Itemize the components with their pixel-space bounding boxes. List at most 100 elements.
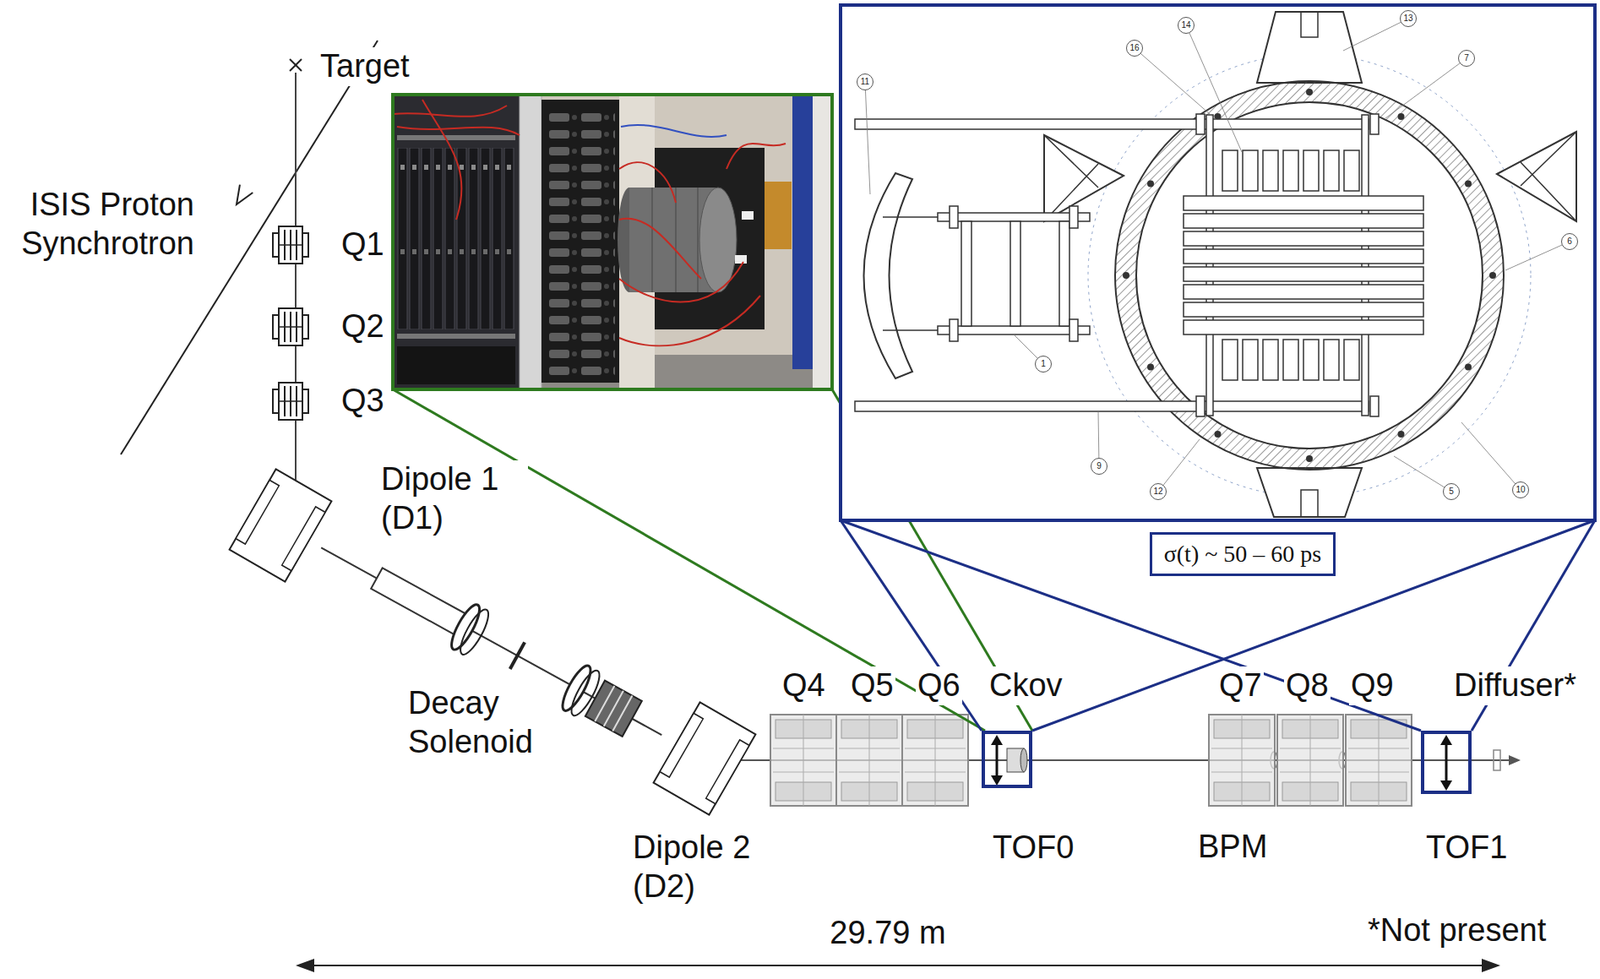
scale-bar bbox=[1481, 958, 1501, 973]
apparatus-photo bbox=[619, 218, 702, 279]
callout-number: 5 bbox=[1448, 487, 1454, 496]
synchrotron-label: ISIS Proton Synchrotron bbox=[19, 185, 196, 263]
tof-technical-drawing bbox=[1183, 284, 1424, 300]
beam-line bbox=[1508, 755, 1521, 766]
callout-number: 14 bbox=[1180, 21, 1191, 30]
tof-technical-drawing bbox=[1183, 320, 1424, 335]
quadrupole-block bbox=[1277, 714, 1344, 806]
diffuser-symbol bbox=[1493, 750, 1501, 771]
tof-technical-drawing bbox=[937, 212, 1090, 222]
apparatus-photo bbox=[699, 187, 737, 293]
tof-technical-drawing bbox=[1370, 396, 1379, 417]
apparatus-photo bbox=[392, 94, 833, 390]
callout-circle: 12 bbox=[1149, 483, 1167, 501]
apparatus-photo bbox=[392, 105, 507, 117]
apparatus-photo bbox=[397, 346, 516, 385]
magnet-label: Q5 bbox=[848, 666, 896, 706]
callout-number: 12 bbox=[1153, 487, 1163, 496]
callout-number: 6 bbox=[1567, 237, 1573, 246]
tof-detector-symbol bbox=[1445, 741, 1448, 784]
tof-technical-drawing bbox=[1222, 150, 1238, 191]
tof-technical-drawing bbox=[1206, 114, 1214, 416]
tof-technical-drawing bbox=[1257, 11, 1362, 83]
scale-bar bbox=[295, 958, 315, 973]
quadrupole-block bbox=[770, 714, 837, 806]
detector-name: TOF1 bbox=[1425, 828, 1508, 868]
apparatus-photo bbox=[741, 211, 754, 220]
apparatus-photo bbox=[734, 255, 747, 264]
magnet-label: Q4 bbox=[780, 666, 828, 706]
tof-technical-drawing bbox=[1303, 150, 1319, 191]
scale-bar bbox=[309, 964, 1487, 967]
apparatus-photo bbox=[392, 99, 786, 346]
footnote: *Not present bbox=[1365, 911, 1548, 951]
leader-line bbox=[1461, 422, 1521, 490]
tof-station-box: TOF1 bbox=[1420, 730, 1472, 795]
callout-circle: 14 bbox=[1177, 16, 1195, 34]
tof-technical-drawing bbox=[1323, 339, 1339, 381]
tof-technical-drawing bbox=[1262, 150, 1279, 191]
decay-solenoid bbox=[510, 642, 525, 670]
tof-technical-drawing bbox=[1344, 339, 1360, 381]
apparatus-photo bbox=[651, 187, 654, 293]
magnet-label: Q6 bbox=[915, 666, 963, 706]
apparatus-photo bbox=[619, 162, 676, 203]
apparatus-photo bbox=[674, 187, 677, 293]
tof-technical-drawing bbox=[1044, 135, 1124, 222]
quadrupole-block bbox=[836, 714, 903, 806]
tof-technical-drawing bbox=[1183, 266, 1424, 282]
tof-technical-drawing bbox=[1489, 272, 1497, 279]
decay-solenoid bbox=[594, 685, 615, 722]
decay-solenoid bbox=[585, 680, 643, 737]
tof-technical-drawing bbox=[1520, 162, 1577, 222]
magnet-label: Q8 bbox=[1284, 666, 1331, 706]
callout-number: 16 bbox=[1129, 43, 1139, 53]
cherenkov-symbol bbox=[1006, 748, 1028, 773]
target-mark bbox=[289, 59, 302, 71]
tof-technical-drawing bbox=[1370, 114, 1379, 135]
detector-label: BPM bbox=[1196, 827, 1269, 867]
apparatus-photo bbox=[422, 99, 462, 220]
magnet-label: Q3 bbox=[339, 381, 387, 421]
tof-technical-drawing bbox=[961, 221, 972, 327]
tof-detector-symbol bbox=[990, 734, 1453, 791]
solenoid-label: Decay Solenoid bbox=[406, 684, 552, 762]
timing-resolution: σ(t) ~ 50 – 60 ps bbox=[1164, 540, 1323, 567]
tof-technical-drawing bbox=[1222, 339, 1238, 381]
callout-circle: 9 bbox=[1090, 457, 1108, 475]
tof-technical-drawing bbox=[854, 119, 1369, 130]
tof-technical-drawing bbox=[1183, 249, 1424, 264]
apparatus-photo bbox=[397, 333, 516, 339]
tof-technical-drawing bbox=[1262, 339, 1279, 381]
callout-circle: 1 bbox=[1034, 355, 1052, 373]
tof-technical-drawing bbox=[1183, 195, 1424, 211]
callout-number: 11 bbox=[860, 77, 870, 87]
tof-technical-drawing bbox=[1242, 150, 1258, 191]
leader-line bbox=[1343, 18, 1409, 51]
zoom-line bbox=[840, 520, 1421, 731]
apparatus-photo bbox=[792, 94, 813, 370]
magnet-label: Q7 bbox=[1217, 666, 1264, 706]
tof-technical-drawing bbox=[1183, 231, 1424, 246]
apparatus-photo bbox=[392, 94, 833, 390]
tof-technical-drawing bbox=[1361, 114, 1369, 416]
callout-circle: 16 bbox=[1126, 39, 1143, 57]
tof-technical-drawing bbox=[882, 329, 938, 332]
apparatus-photo bbox=[619, 261, 744, 303]
tof-technical-drawing bbox=[1300, 11, 1318, 38]
tof-technical-drawing bbox=[1059, 221, 1070, 327]
callout-circle: 7 bbox=[1458, 49, 1475, 67]
apparatus-photo bbox=[541, 99, 620, 383]
zoom-line bbox=[1032, 520, 1595, 731]
tof-detector-symbol bbox=[1440, 780, 1453, 791]
tof-technical-drawing bbox=[1344, 150, 1360, 191]
beam-line bbox=[294, 72, 297, 507]
tof-technical-drawing bbox=[1183, 213, 1424, 229]
tof-technical-drawing bbox=[1122, 272, 1130, 279]
tof-detector-symbol bbox=[990, 734, 1003, 746]
decay-solenoid bbox=[370, 567, 468, 636]
leader-line bbox=[865, 18, 1570, 492]
